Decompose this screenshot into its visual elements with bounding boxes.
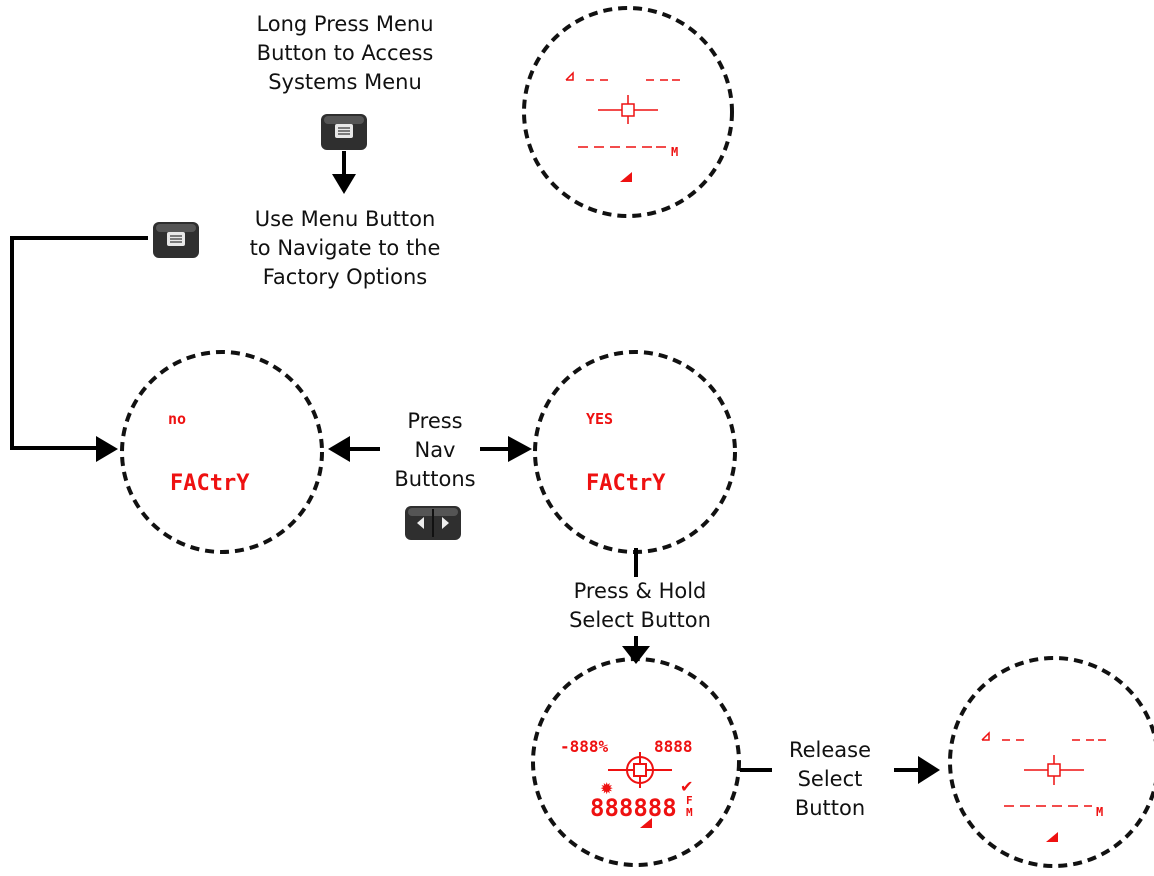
unit-label-final: M	[1096, 805, 1103, 819]
menu-button-icon	[320, 113, 368, 155]
setting-factory-no: FACtrY	[170, 471, 250, 496]
setting-factory-yes: FACtrY	[586, 471, 666, 496]
step-long-press-label: Long Press Menu Button to Access Systems…	[256, 12, 434, 94]
option-no: no	[168, 410, 186, 428]
segments-unit-m: M	[686, 806, 693, 819]
segments-range: 888888	[590, 794, 677, 822]
step-release-label: Release Select Button	[788, 738, 872, 820]
step-navigate-label: Use Menu Button to Navigate to the Facto…	[249, 207, 441, 289]
segments-top-left: -888%	[560, 737, 609, 756]
nav-buttons-icon	[404, 505, 462, 545]
step-press-hold-label: Press & Hold Select Button	[569, 579, 711, 632]
step-press-nav-label: Press Nav Buttons	[394, 409, 476, 491]
segments-top-right: 8888	[654, 737, 693, 756]
option-yes: YES	[586, 410, 613, 428]
segments-unit-f: F	[686, 794, 693, 807]
menu-button-icon	[152, 221, 200, 263]
